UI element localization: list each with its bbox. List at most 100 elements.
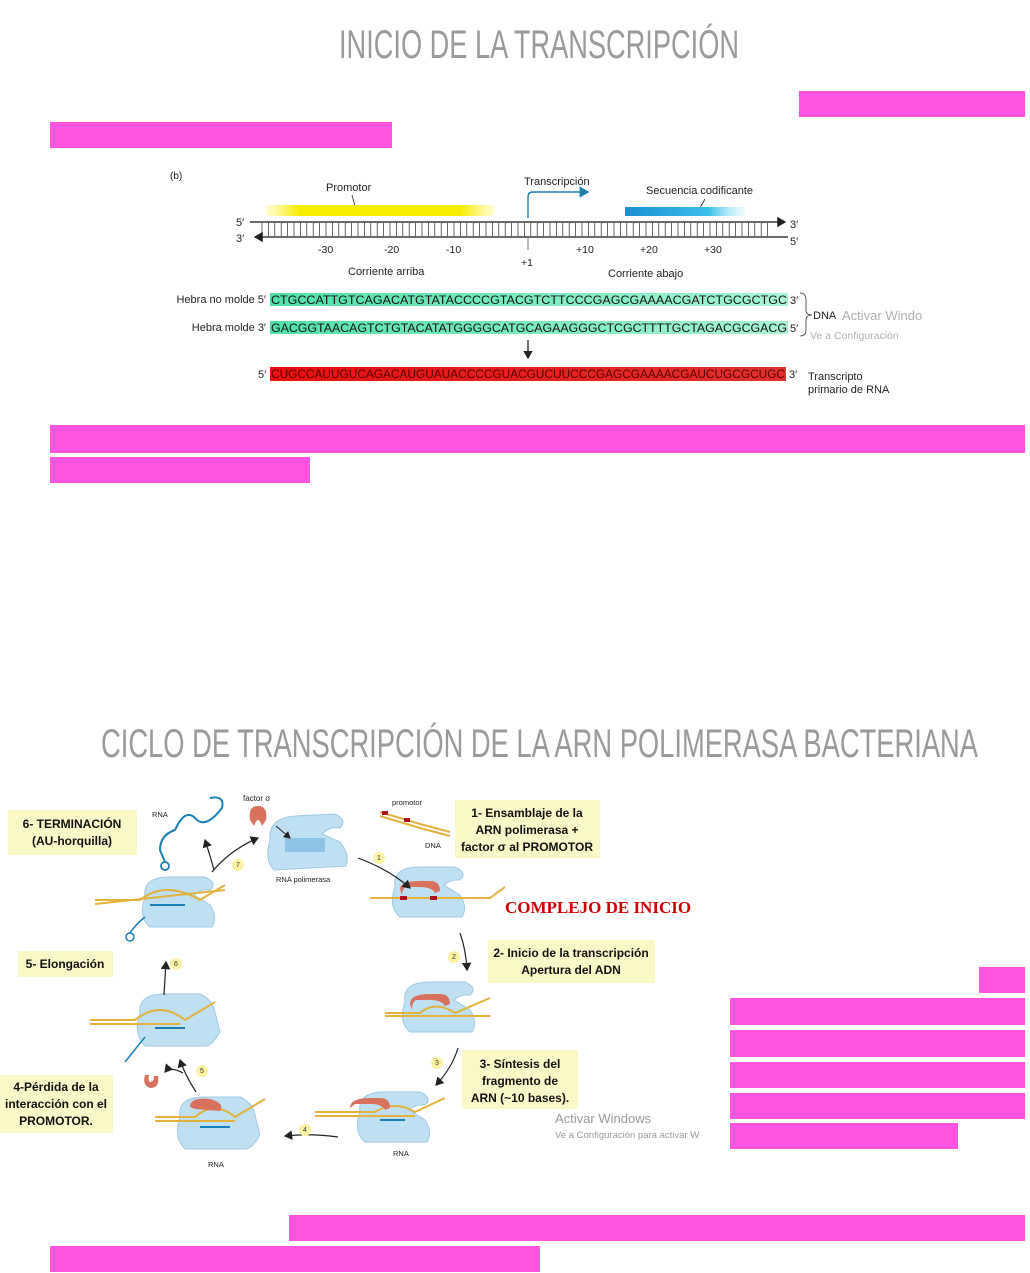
- diagram-element: [385, 981, 491, 1033]
- section-title: CICLO DE TRANSCRIPCIÓN DE LA ARN POLIMER…: [101, 721, 978, 766]
- rna-transcript-label: primario de RNA: [808, 384, 890, 396]
- diagram-element: [275, 825, 291, 839]
- diagram-element: 3: [435, 1060, 439, 1067]
- diagram-element: 5′: [258, 369, 266, 381]
- nontemplate-sequence: CTGCCATTGTCAGACATGTATACCCCGTACGTCTTCCCGA…: [271, 295, 787, 307]
- diagram-element: [379, 815, 451, 837]
- diagram-element: [170, 958, 182, 970]
- dna-brace: [799, 292, 813, 337]
- diagram-element: [211, 836, 260, 873]
- highlighted-text: [730, 1093, 1025, 1119]
- coding-sequence-label: Secuencia codificante: [646, 185, 753, 197]
- step-box-5: 5- Elongación: [18, 951, 113, 977]
- position-label: +30: [704, 244, 722, 256]
- diagram-element: RNA: [208, 1160, 224, 1169]
- diagram-element: [315, 1097, 446, 1114]
- diagram-element: [404, 818, 410, 822]
- diagram-element: 3- Síntesis del: [480, 1057, 561, 1071]
- highlighted-text: [730, 1123, 958, 1149]
- diagram-element: [196, 1065, 208, 1077]
- diagram-element: RNA: [393, 1149, 409, 1158]
- diagram-element: 7: [236, 862, 240, 869]
- diagram-element: [0, 1075, 113, 1133]
- position-label: -20: [384, 244, 399, 256]
- diagram-element: [155, 1096, 266, 1150]
- diagram-element: [459, 932, 472, 972]
- sigma-factor: [249, 806, 267, 826]
- nontemplate-label: Hebra no molde 5′: [176, 294, 266, 306]
- diagram-element: [448, 951, 460, 963]
- diagram-element: [232, 859, 244, 871]
- diagram-element: 4-Pérdida de la: [13, 1080, 99, 1094]
- diagram-element: [391, 866, 466, 918]
- highlighted-text: [50, 1246, 540, 1272]
- diagram-element: (AU-horquilla): [32, 834, 112, 848]
- complejo-de-inicio: COMPLEJO DE INICIO: [505, 898, 691, 917]
- highlighted-text: [289, 1215, 1025, 1241]
- diagram-element: 5′: [790, 323, 798, 335]
- step-number: 3: [431, 1057, 443, 1069]
- diagram-element: [488, 940, 655, 983]
- upstream-label: Corriente arriba: [348, 266, 425, 278]
- diagram-element: [8, 810, 137, 855]
- diagram-element: 4: [303, 1127, 307, 1134]
- step-box-1: 1- Ensamblaje de la ARN polimerasa + fac…: [455, 800, 600, 858]
- step-number: 5: [196, 1065, 208, 1077]
- diagram-element: ARN (~10 bases).: [471, 1091, 569, 1105]
- diagram-element: PROMOTOR.: [19, 1114, 93, 1128]
- diagram-element: [370, 886, 506, 899]
- promoter-diagram: (b) Promotor Transcripción Secuencia cod…: [170, 171, 922, 396]
- sigma-label: factor σ: [243, 794, 270, 803]
- diagram-element: [202, 838, 215, 871]
- diagram-element: [270, 293, 788, 306]
- highlighted-text: [730, 1030, 1025, 1057]
- watermark: Activar Windows: [555, 1111, 652, 1126]
- step-box-2: 2- Inicio de la transcripción Apertura d…: [488, 940, 655, 983]
- diagram-element: [315, 1091, 446, 1143]
- transcription-label: Transcripción: [524, 176, 590, 188]
- diagram-element: 3′: [790, 295, 798, 307]
- dna-label: DNA: [813, 310, 837, 322]
- diagram-element: 2- Inicio de la transcripción: [493, 946, 648, 960]
- diagram-element: 5: [200, 1068, 204, 1075]
- diagram-element: [129, 916, 146, 934]
- diagram-element: RNA: [152, 810, 168, 819]
- diagram-element: [351, 194, 356, 207]
- diagram-element: Apertura del ADN: [521, 963, 621, 977]
- transcription-start-arrow: [527, 186, 590, 218]
- diagram-element: [144, 1075, 159, 1088]
- diagram-element: [190, 1098, 222, 1111]
- diagram-element: 1: [377, 855, 381, 862]
- panel-label: (b): [170, 171, 182, 182]
- diagram-element: [385, 997, 491, 1015]
- highlighted-text: [50, 425, 1025, 453]
- promoter-region: [265, 205, 495, 216]
- diagram-element: factor σ al PROMOTOR: [461, 840, 593, 854]
- step-number: 1: [373, 852, 385, 864]
- diagram-element: [410, 994, 450, 1010]
- downstream-label: Corriente abajo: [608, 268, 683, 280]
- section-title: INICIO DE LA TRANSCRIPCIÓN: [339, 22, 739, 67]
- diagram-element: [270, 321, 788, 334]
- position-label: +20: [640, 244, 658, 256]
- highlighted-text: [50, 122, 392, 148]
- highlighted-text: [730, 998, 1025, 1025]
- diagram-element: fragmento de: [482, 1074, 558, 1088]
- released-rna: [158, 796, 224, 863]
- diagram-element: [141, 876, 216, 928]
- watermark: Ve a Configuración para activar W: [555, 1130, 699, 1141]
- diagram-element: [431, 1057, 443, 1069]
- position-label: +10: [576, 244, 594, 256]
- diagram-element: [382, 811, 388, 815]
- diagram-element: [283, 1130, 339, 1140]
- step-number: 7: [232, 859, 244, 871]
- diagram-element: [357, 857, 411, 889]
- diagram-element: 5- Elongación: [26, 957, 105, 971]
- diagram-element: [299, 1124, 311, 1136]
- template-label: Hebra molde 3′: [192, 322, 266, 334]
- watermark: Activar Windo: [842, 308, 922, 323]
- diagram-element: 6- TERMINACIÓN: [23, 816, 122, 831]
- diagram-element: [18, 951, 113, 977]
- highlighted-text: [50, 457, 310, 483]
- diagram-element: [90, 993, 221, 1063]
